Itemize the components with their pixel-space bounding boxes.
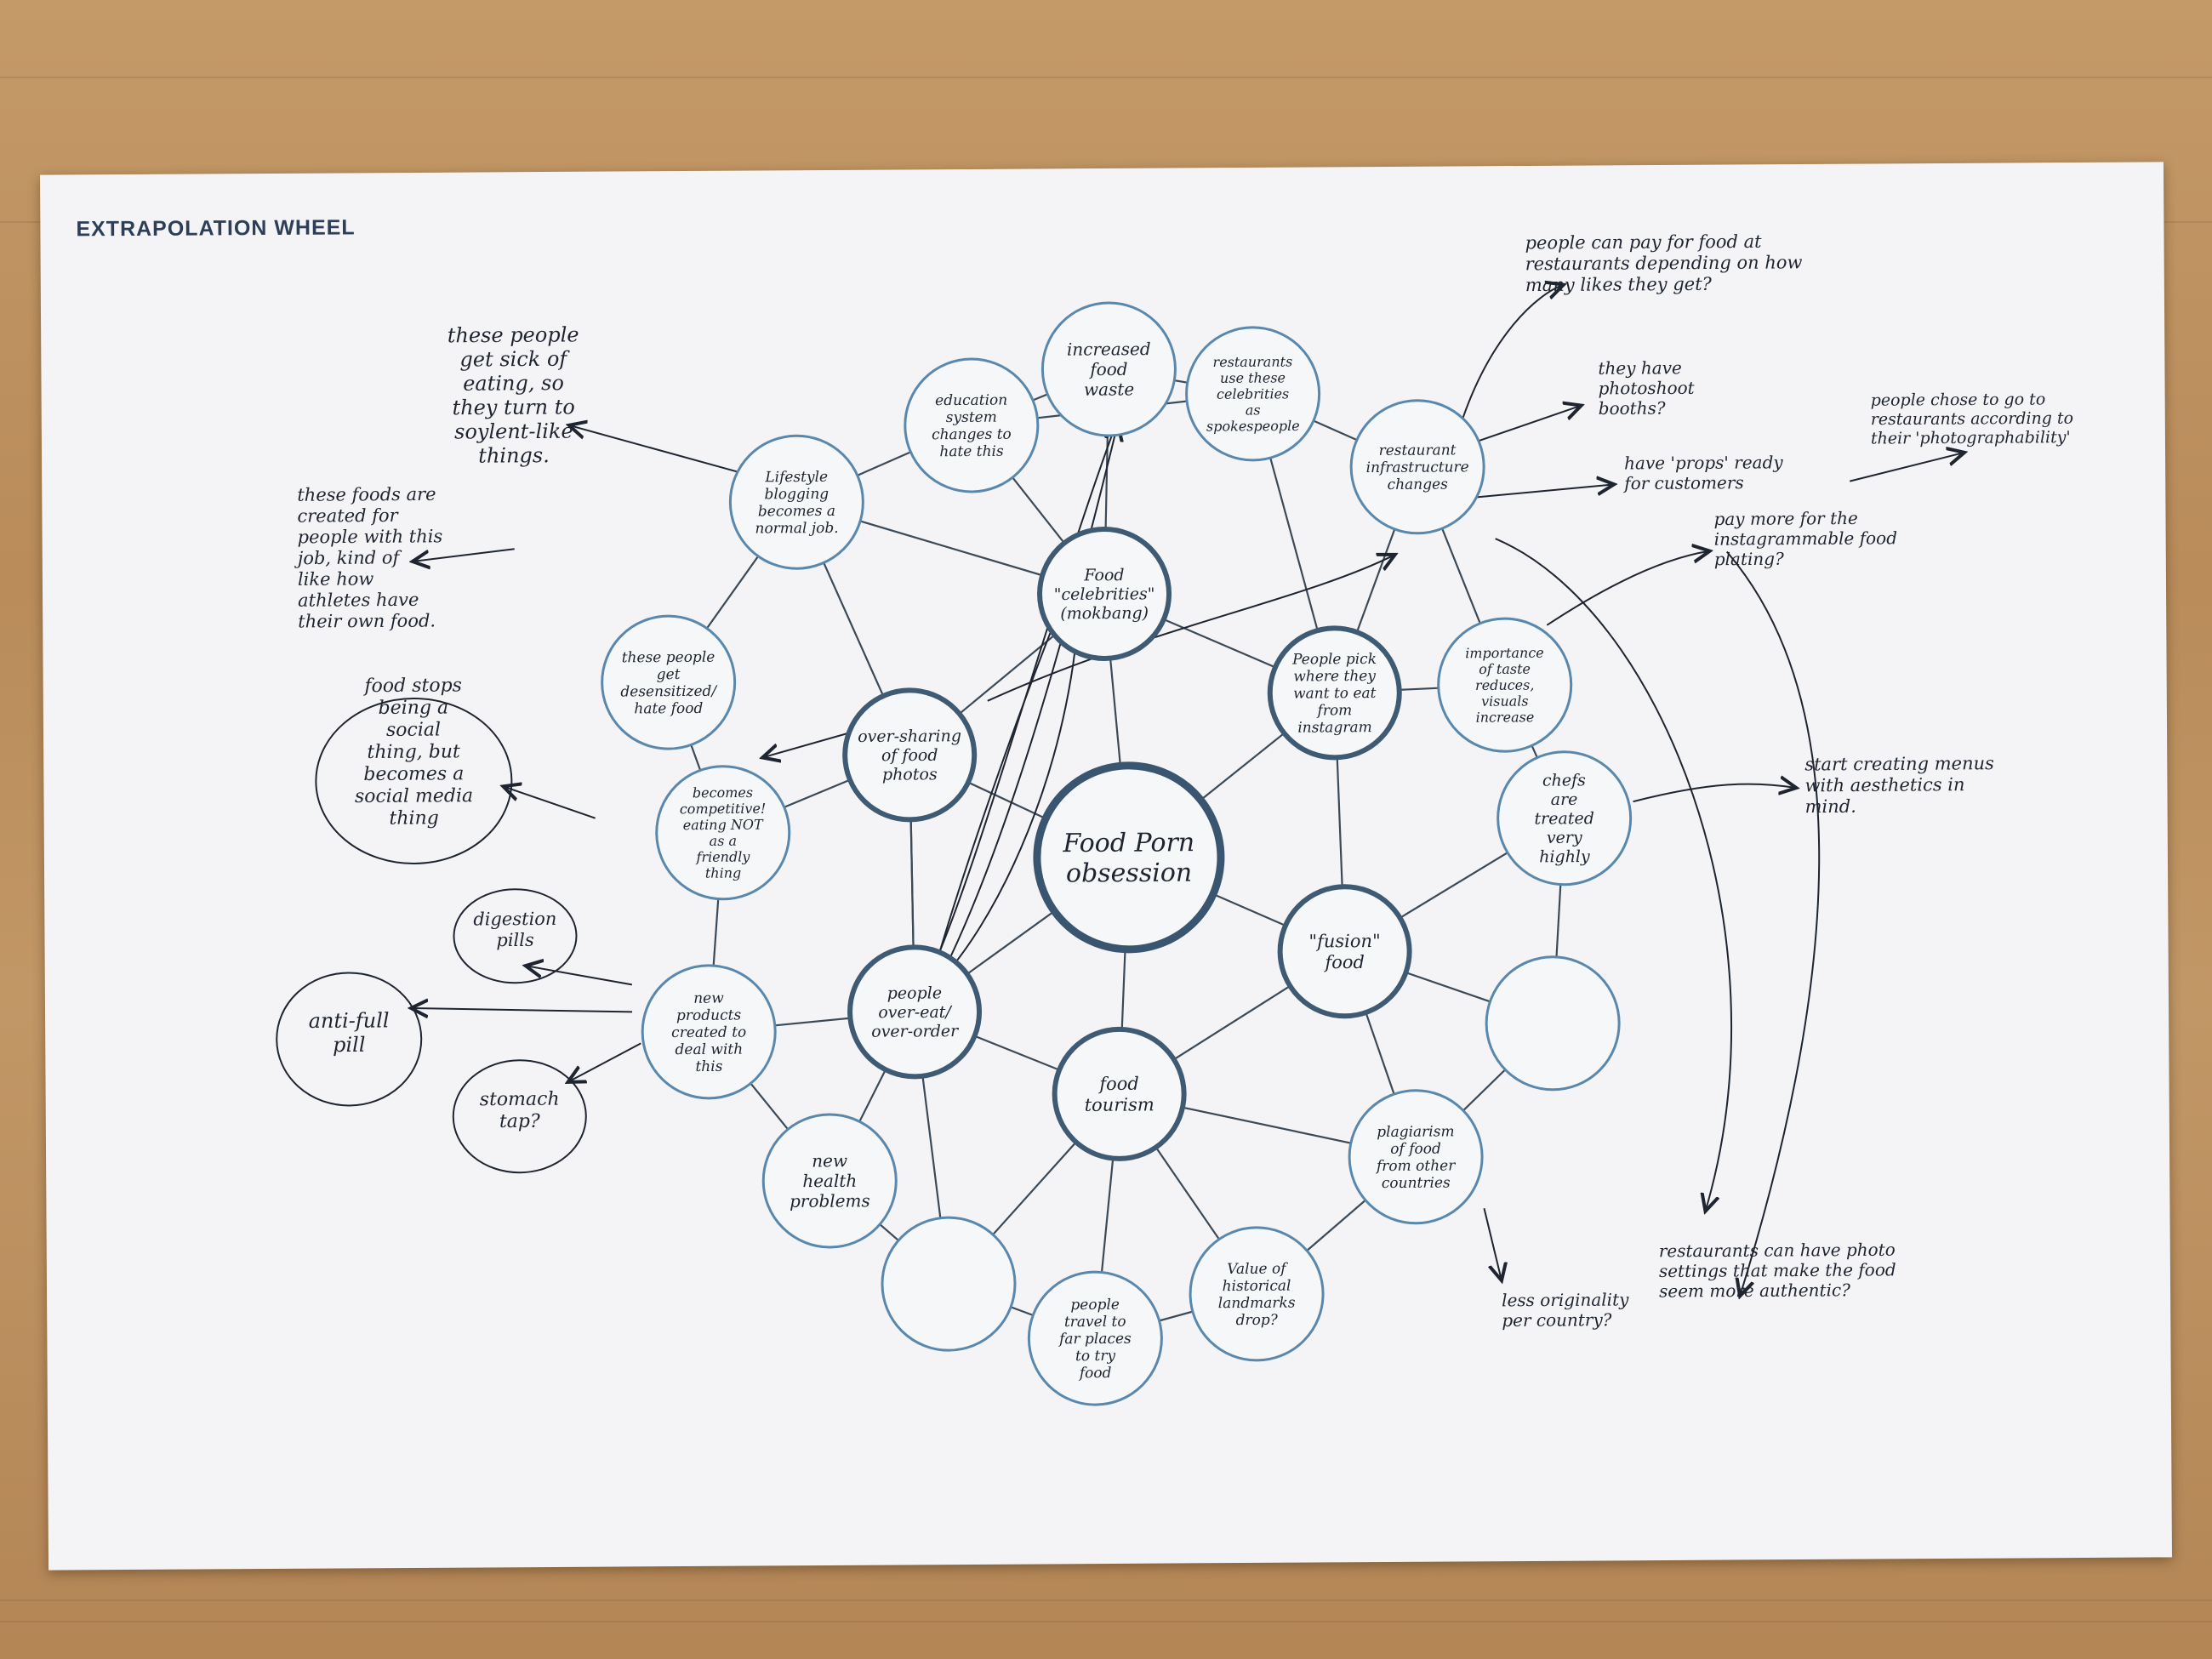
node-empty-bottom-circle bbox=[881, 1216, 1017, 1352]
node-travel-circle bbox=[1027, 1270, 1163, 1406]
stomach-tap-loop bbox=[452, 1059, 587, 1174]
node-empty-right-circle bbox=[1485, 955, 1621, 1092]
node-people-pick-circle bbox=[1267, 625, 1402, 761]
anti-full-loop bbox=[276, 972, 423, 1107]
node-taste-circle bbox=[1437, 617, 1573, 753]
node-overeat-circle bbox=[847, 944, 983, 1080]
node-oversharing-circle bbox=[842, 687, 978, 823]
node-spokespeople-circle bbox=[1185, 326, 1321, 462]
node-desensitized-circle bbox=[601, 614, 737, 750]
node-education-circle bbox=[904, 357, 1040, 493]
node-label-fusion: "fusion"food bbox=[1308, 931, 1381, 972]
node-infrastructure-circle bbox=[1349, 399, 1485, 535]
node-new-products-circle bbox=[641, 964, 777, 1100]
digestion-loop bbox=[453, 888, 578, 984]
node-landmarks-circle bbox=[1189, 1226, 1325, 1362]
extrapolation-wheel-sheet: EXTRAPOLATION WHEEL bbox=[40, 162, 2172, 1571]
node-label-celebrities: Food"celebrities"(mokbang) bbox=[1053, 566, 1154, 624]
node-plagiarism-circle bbox=[1348, 1089, 1484, 1225]
node-tourism-circle bbox=[1052, 1026, 1187, 1161]
node-celebrities-circle bbox=[1037, 527, 1172, 662]
node-fusion-circle bbox=[1277, 884, 1412, 1019]
social-thing-loop bbox=[315, 697, 513, 864]
node-chefs-circle bbox=[1497, 750, 1633, 887]
node-center-circle bbox=[1033, 761, 1225, 954]
node-increased-waste-circle bbox=[1040, 301, 1177, 437]
node-lifestyle-circle bbox=[728, 434, 864, 570]
node-competitive-circle bbox=[655, 765, 791, 901]
node-health-circle bbox=[761, 1113, 898, 1249]
